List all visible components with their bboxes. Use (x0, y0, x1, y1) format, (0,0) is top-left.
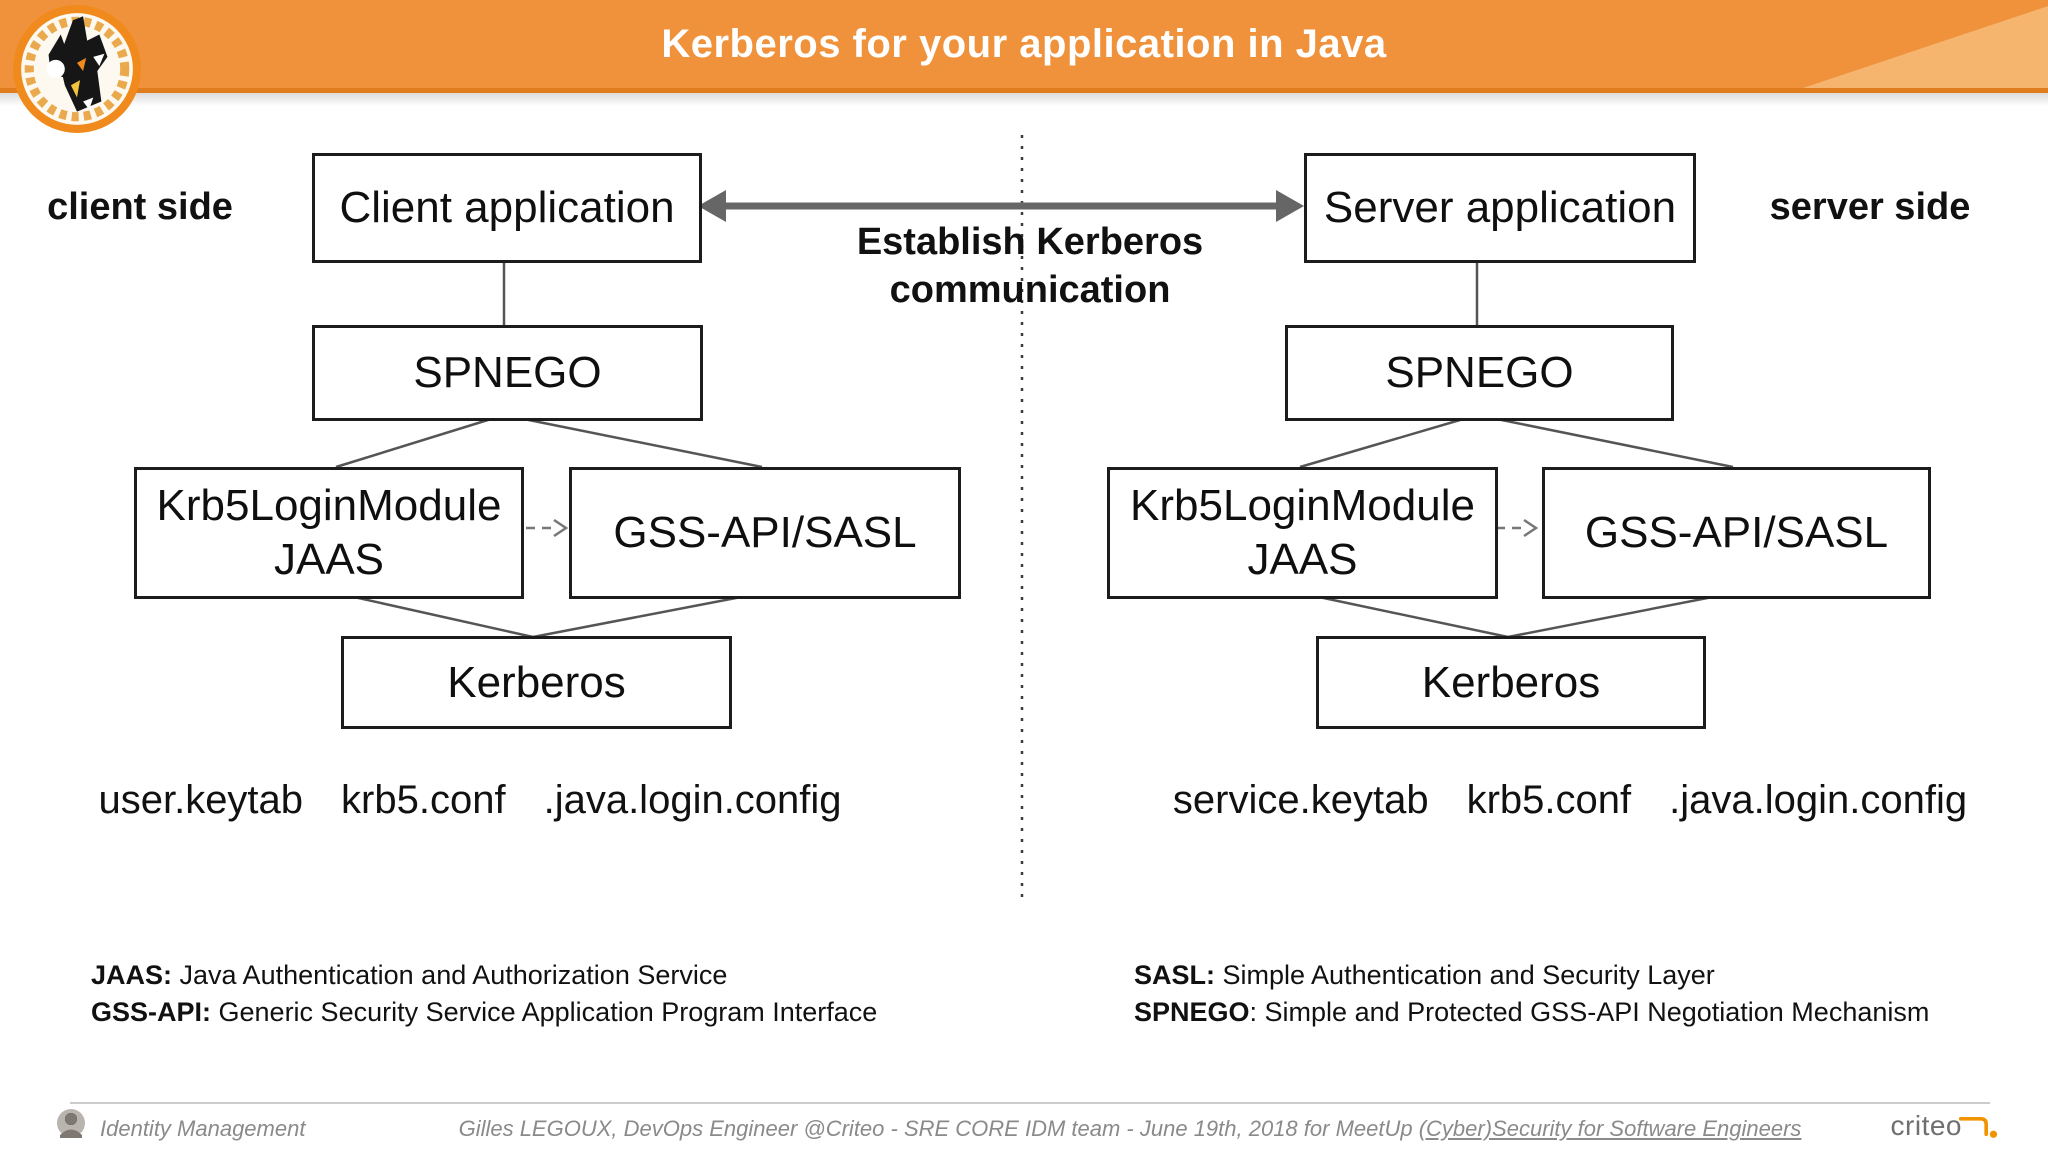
box-client-krb5-jaas: Krb5LoginModule JAAS (134, 467, 524, 599)
footer-credit-text: Gilles LEGOUX, DevOps Engineer @Criteo -… (458, 1116, 1419, 1141)
definitions-right: SASL: Simple Authentication and Security… (1134, 957, 1929, 1031)
server-file-service-keytab: service.keytab (1172, 778, 1429, 822)
server-connectors (1299, 257, 1734, 639)
client-side-label: client side (47, 186, 233, 228)
definitions-left: JAAS: Java Authentication and Authorizat… (91, 957, 877, 1031)
header-shadow (0, 93, 2048, 106)
box-server-application: Server application (1304, 153, 1696, 263)
cerberus-logo-icon (13, 5, 141, 133)
definition-jaas-text: Java Authentication and Authorization Se… (172, 960, 728, 990)
header-bottom-edge (0, 88, 2048, 93)
definition-spnego: SPNEGO: Simple and Protected GSS-API Neg… (1134, 994, 1929, 1031)
criteo-logo-mark-icon (1958, 1117, 1998, 1138)
box-client-spnego: SPNEGO (312, 325, 703, 421)
client-files-row: user.keytab krb5.conf .java.login.config (98, 778, 842, 823)
definition-spnego-term: SPNEGO (1134, 997, 1250, 1027)
definition-sasl-term: SASL: (1134, 960, 1215, 990)
box-server-gss-sasl: GSS-API/SASL (1542, 467, 1931, 599)
establish-label-line2: communication (889, 269, 1171, 311)
definition-sasl-text: Simple Authentication and Security Layer (1215, 960, 1715, 990)
footer-credit: Gilles LEGOUX, DevOps Engineer @Criteo -… (340, 1116, 1920, 1142)
client-file-java-login-config: .java.login.config (543, 778, 842, 822)
definition-jaas: JAAS: Java Authentication and Authorizat… (91, 957, 877, 994)
box-server-spnego: SPNEGO (1285, 325, 1674, 421)
criteo-logo: criteo (1891, 1110, 1998, 1142)
server-krb5-line1: Krb5LoginModule (1130, 481, 1475, 530)
footer-section-label: Identity Management (100, 1116, 306, 1141)
client-connectors (335, 257, 763, 639)
server-files-row: service.keytab krb5.conf .java.login.con… (1173, 778, 1967, 823)
client-file-user-keytab: user.keytab (98, 778, 304, 822)
kerberos-communication-arrow (698, 190, 1304, 222)
definition-gssapi: GSS-API: Generic Security Service Applic… (91, 994, 877, 1031)
footer-divider (70, 1102, 1990, 1104)
server-file-java-login-config: .java.login.config (1669, 778, 1968, 822)
server-krb5-line2: JAAS (1247, 535, 1358, 584)
header-bar (0, 0, 2048, 88)
definition-jaas-term: JAAS: (91, 960, 173, 990)
footer-credit-link[interactable]: (Cyber)Security for Software Engineers (1418, 1116, 1802, 1141)
definition-gssapi-text: Generic Security Service Application Pro… (211, 997, 878, 1027)
criteo-logo-text: criteo (1890, 1110, 1962, 1141)
definition-gssapi-term: GSS-API: (91, 997, 212, 1027)
server-dashed-arrow (1496, 518, 1539, 538)
server-side-label: server side (1769, 186, 1971, 228)
box-server-kerberos: Kerberos (1316, 636, 1706, 729)
presenter-avatar (57, 1109, 85, 1138)
box-client-gss-sasl: GSS-API/SASL (569, 467, 961, 599)
definition-spnego-text: : Simple and Protected GSS-API Negotiati… (1249, 997, 1930, 1027)
client-krb5-line1: Krb5LoginModule (156, 481, 502, 530)
establish-communication-label: Establish Kerberos communication (830, 218, 1230, 314)
server-file-krb5-conf: krb5.conf (1466, 778, 1632, 822)
client-file-krb5-conf: krb5.conf (341, 778, 506, 822)
box-client-application: Client application (312, 153, 702, 263)
definition-sasl: SASL: Simple Authentication and Security… (1134, 957, 1929, 994)
establish-label-line1: Establish Kerberos (856, 221, 1204, 263)
box-client-kerberos: Kerberos (341, 636, 732, 729)
client-dashed-arrow (526, 518, 569, 538)
page-title: Kerberos for your application in Java (661, 22, 1387, 66)
client-krb5-line2: JAAS (273, 535, 385, 584)
box-server-krb5-jaas: Krb5LoginModule JAAS (1107, 467, 1498, 599)
